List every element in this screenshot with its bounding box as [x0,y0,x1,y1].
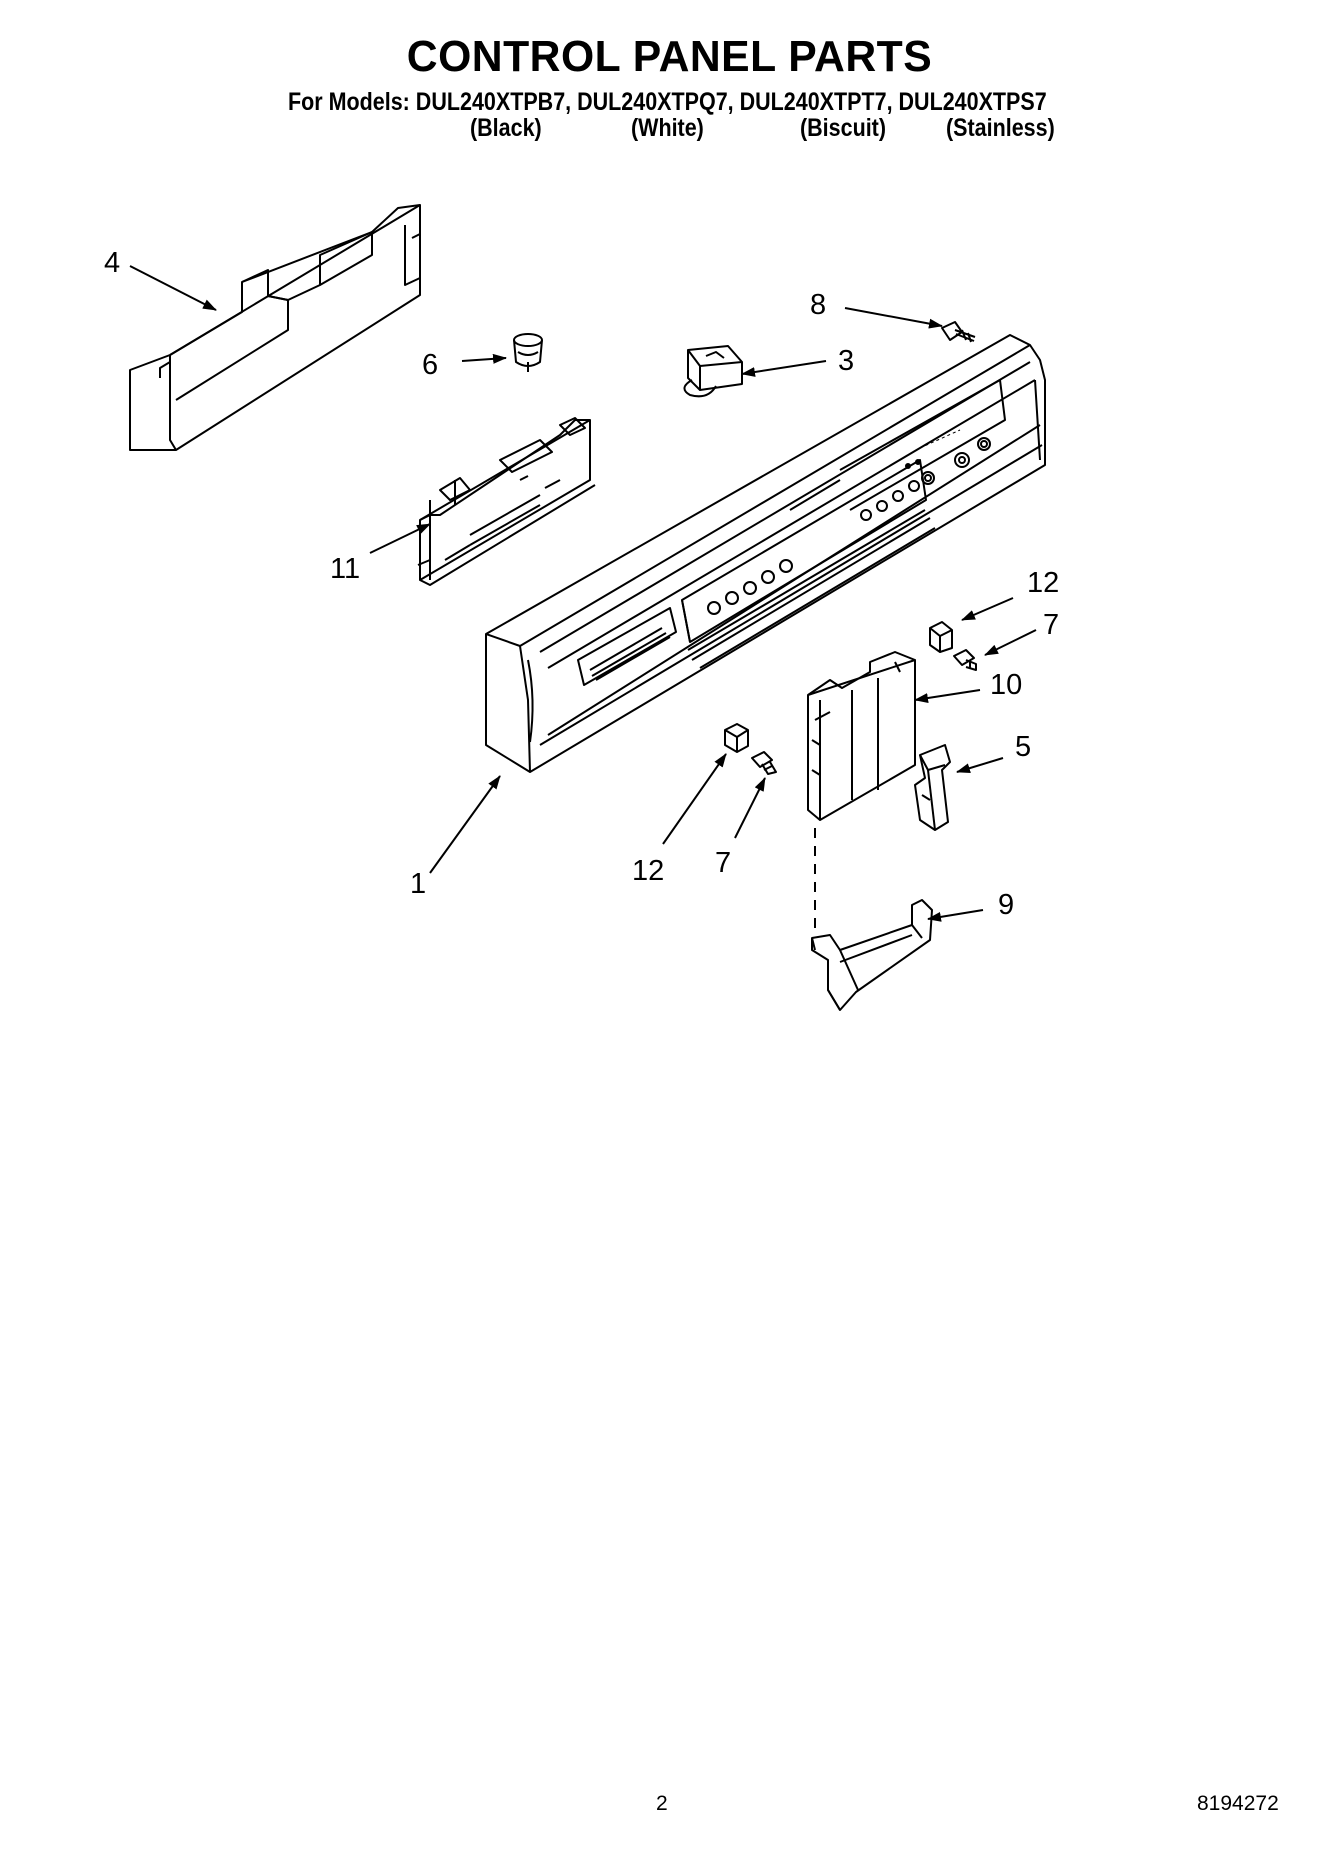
arrow-9 [927,909,984,922]
arrow-8 [844,307,943,329]
arrow-7-lower [734,777,766,839]
part-11-control-board [417,417,596,586]
part-7-screw-upper [953,649,977,671]
callout-10: 10 [990,669,1022,701]
part-7-screw-lower [751,751,777,775]
part-10-bracket [807,651,916,821]
page-title: CONTROL PANEL PARTS [406,32,933,81]
arrow-5 [956,757,1004,773]
arrow-12-lower [662,753,727,845]
callout-12-upper: 12 [1027,567,1059,599]
document-number: 8194272 [1197,1792,1279,1815]
color-label-white: (White) [631,114,704,142]
leader-arrows [129,265,1037,922]
callout-9: 9 [998,889,1014,921]
callout-11: 11 [330,553,360,585]
part-8-screw [941,321,976,343]
callout-12-lower: 12 [632,855,664,887]
color-label-black: (Black) [470,114,542,142]
arrow-1 [429,775,501,874]
callout-6: 6 [422,349,438,381]
part-1-control-panel [485,334,1046,773]
part-12-clip-upper [929,621,953,653]
callout-5: 5 [1015,731,1031,763]
color-label-biscuit: (Biscuit) [800,114,886,142]
color-label-stainless: (Stainless) [946,114,1055,142]
part-12-clip-lower [724,723,749,753]
callout-7-lower: 7 [715,847,731,879]
models-line: For Models: DUL240XTPB7, DUL240XTPQ7, DU… [288,88,1047,116]
arrow-12-upper [961,597,1014,621]
arrow-3 [741,360,827,377]
arrow-4 [129,265,217,311]
callout-7-upper: 7 [1043,609,1059,641]
part-4-vent-cover [129,204,421,451]
page-number: 2 [656,1792,668,1815]
part-3-clip [683,345,743,398]
callout-3: 3 [838,345,854,377]
callout-8: 8 [810,289,826,321]
callout-4: 4 [104,247,120,279]
arrow-6 [461,353,507,364]
part-6-cap [513,333,543,372]
callout-numbers: 4 6 3 8 11 1 12 7 10 5 12 7 9 [104,247,1059,921]
arrow-10 [914,689,981,703]
panel-buttons [707,429,991,615]
arrow-11 [369,523,431,554]
arrow-7-upper [984,629,1037,656]
callout-1: 1 [410,868,426,900]
part-5-small-bracket [914,744,951,831]
part-9-lower-bracket [811,899,933,1011]
